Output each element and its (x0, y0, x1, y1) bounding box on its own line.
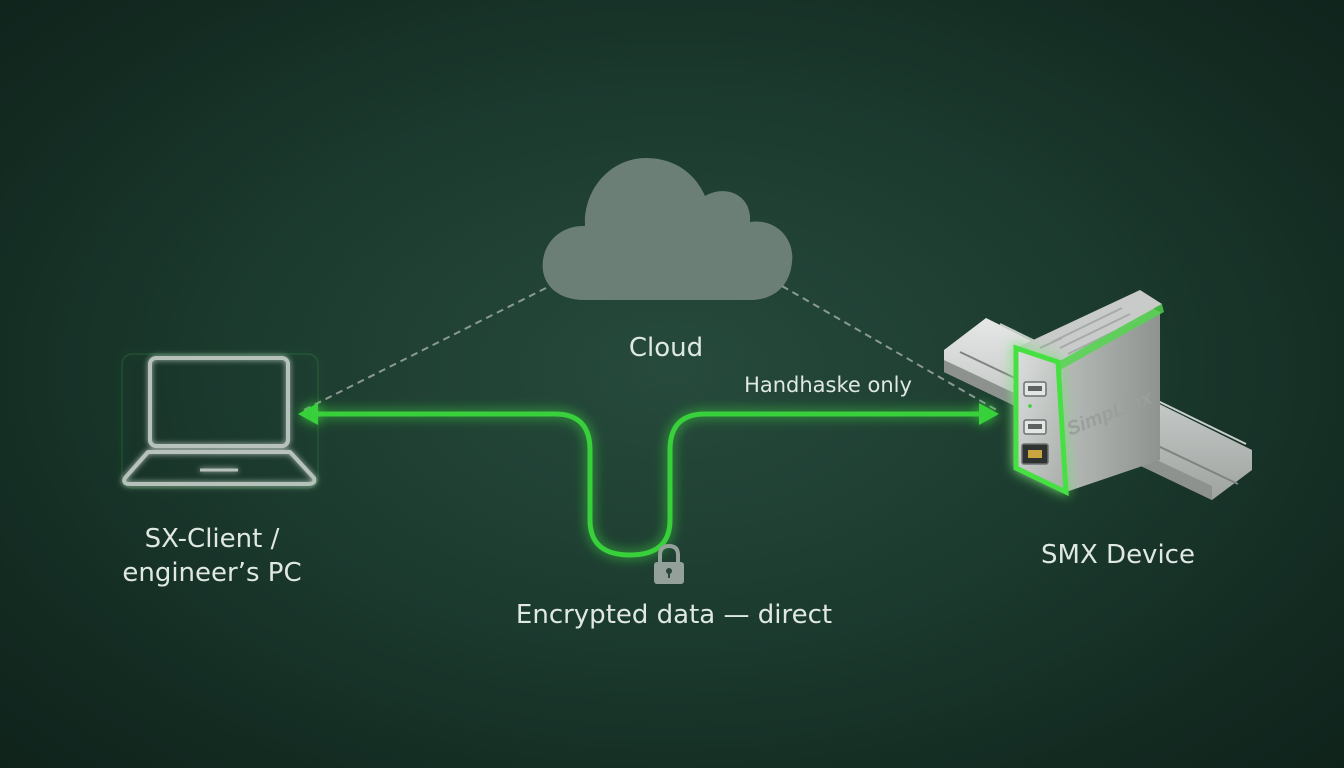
handshake-line-right (781, 285, 1001, 413)
laptop-glow (121, 353, 319, 489)
encrypted-data-label: Encrypted data — direct (515, 600, 833, 630)
client-label-line1: SX-Client / (144, 524, 280, 554)
cloud-label: Cloud (628, 333, 704, 363)
lock-icon (654, 543, 684, 584)
client-label: SX-Client / engineer’s PC (92, 522, 332, 590)
handshake-line-left (299, 287, 547, 413)
encrypted-data-path (298, 403, 999, 558)
handshake-label: Handhaske only (744, 373, 912, 397)
smx-device-icon: SimpLinx (944, 290, 1252, 500)
arrowhead-right (979, 403, 999, 425)
laptop-icon (122, 356, 317, 486)
cloud-icon (542, 158, 793, 300)
arrowhead-left (298, 403, 318, 425)
device-label: SMX Device (1041, 540, 1195, 570)
client-label-line2: engineer’s PC (122, 558, 302, 588)
handshake-lines (299, 285, 1001, 413)
